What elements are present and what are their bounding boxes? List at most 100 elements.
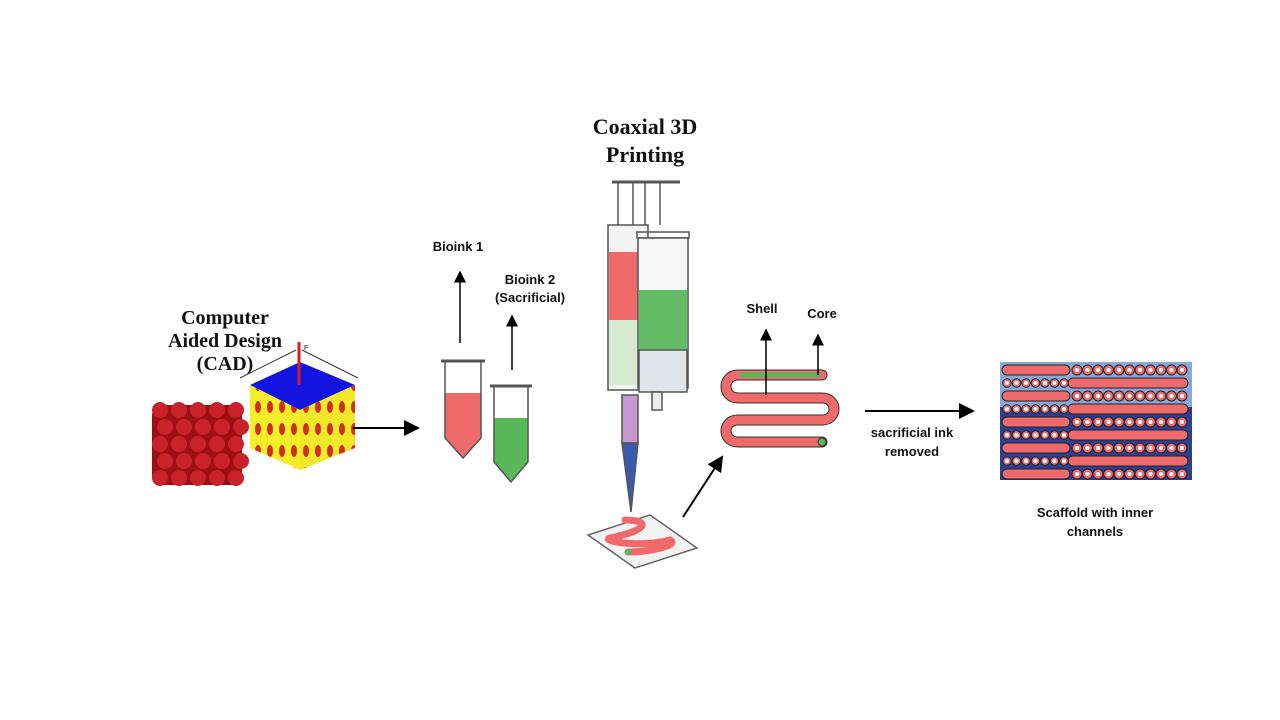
channel-lumen bbox=[1052, 381, 1057, 385]
lattice-node bbox=[228, 470, 244, 486]
lattice-node bbox=[209, 436, 225, 452]
process-label: sacrificial ink bbox=[871, 425, 954, 440]
syringe bbox=[607, 180, 690, 513]
tube-bioink2 bbox=[490, 384, 532, 484]
channel-lumen bbox=[1138, 368, 1142, 372]
bioink-tubes: Bioink 1 Bioink 2 (Sacrificial) bbox=[433, 239, 565, 484]
channel-lumen bbox=[1052, 459, 1057, 463]
channel-lumen bbox=[1024, 433, 1028, 437]
lattice-node bbox=[228, 402, 244, 418]
channel-lumen bbox=[1005, 459, 1009, 463]
lattice-node bbox=[171, 470, 187, 486]
channel-lumen bbox=[1033, 407, 1038, 411]
lattice-node bbox=[209, 470, 225, 486]
channel-lumen bbox=[1169, 420, 1174, 424]
filament bbox=[1067, 377, 1189, 389]
channel-lumen bbox=[1127, 420, 1132, 424]
lattice-node bbox=[228, 436, 244, 452]
cad-title-line: (CAD) bbox=[197, 353, 254, 375]
channel-lumen bbox=[1096, 368, 1100, 372]
yellow-test-cube: F bbox=[239, 342, 359, 470]
lattice-node bbox=[190, 436, 206, 452]
channel-lumen bbox=[1127, 472, 1132, 476]
filament bbox=[1067, 403, 1189, 415]
channel-lumen bbox=[1024, 407, 1028, 411]
lattice-node bbox=[157, 419, 173, 435]
channel-lumen bbox=[1005, 381, 1009, 385]
channel-lumen bbox=[1180, 472, 1184, 476]
lattice-node bbox=[157, 453, 173, 469]
channel-lumen bbox=[1075, 368, 1079, 372]
channel-lumen bbox=[1117, 446, 1121, 450]
channel-lumen bbox=[1159, 394, 1163, 398]
channel-lumen bbox=[1024, 381, 1028, 385]
channel-lumen bbox=[1043, 459, 1047, 463]
channel-lumen bbox=[1169, 446, 1174, 450]
channel-lumen bbox=[1106, 420, 1111, 424]
printing-title: Coaxial 3D bbox=[593, 114, 698, 139]
coaxial-fiber: Shell Core bbox=[720, 301, 840, 448]
channel-lumen bbox=[1159, 368, 1163, 372]
channel-lumen bbox=[1075, 472, 1079, 476]
channel-lumen bbox=[1052, 407, 1057, 411]
lattice-node bbox=[171, 402, 187, 418]
channel-lumen bbox=[1014, 381, 1019, 385]
channel-lumen bbox=[1033, 459, 1038, 463]
core-label: Core bbox=[807, 306, 837, 321]
lattice-node bbox=[152, 436, 168, 452]
bioink2-label: (Sacrificial) bbox=[495, 290, 565, 305]
channel-lumen bbox=[1005, 407, 1009, 411]
channel-lumen bbox=[1062, 381, 1066, 385]
lattice-node bbox=[233, 419, 249, 435]
channel-lumen bbox=[1159, 446, 1163, 450]
channel-lumen bbox=[1180, 420, 1184, 424]
channel-lumen bbox=[1085, 420, 1090, 424]
channel-lumen bbox=[1075, 446, 1079, 450]
channel-lumen bbox=[1117, 472, 1121, 476]
channel-lumen bbox=[1180, 446, 1184, 450]
channel-lumen bbox=[1148, 446, 1153, 450]
lattice-node bbox=[176, 419, 192, 435]
channel-lumen bbox=[1014, 407, 1019, 411]
channel-lumen bbox=[1085, 394, 1090, 398]
channel-lumen bbox=[1138, 472, 1142, 476]
channel-lumen bbox=[1138, 420, 1142, 424]
channel-lumen bbox=[1043, 381, 1047, 385]
filament bbox=[1001, 416, 1071, 428]
channel-lumen bbox=[1159, 420, 1163, 424]
channel-lumen bbox=[1169, 368, 1174, 372]
channel-lumen bbox=[1127, 394, 1132, 398]
filament bbox=[1001, 442, 1071, 454]
channel-lumen bbox=[1148, 394, 1153, 398]
channel-lumen bbox=[1180, 368, 1184, 372]
channel-lumen bbox=[1075, 394, 1079, 398]
filament bbox=[1001, 364, 1071, 376]
channel-lumen bbox=[1159, 472, 1163, 476]
channel-lumen bbox=[1062, 433, 1066, 437]
lattice-node bbox=[195, 453, 211, 469]
channel-lumen bbox=[1043, 407, 1047, 411]
channel-lumen bbox=[1106, 394, 1111, 398]
cad-section: Computer Aided Design (CAD) F bbox=[152, 307, 359, 486]
channel-lumen bbox=[1014, 433, 1019, 437]
channel-lumen bbox=[1062, 459, 1066, 463]
lattice-node bbox=[152, 402, 168, 418]
bioink1-label: Bioink 1 bbox=[433, 239, 484, 254]
channel-lumen bbox=[1127, 368, 1132, 372]
lattice-node bbox=[214, 419, 230, 435]
red-lattice-cube bbox=[152, 402, 249, 486]
cad-title-line: Computer bbox=[181, 307, 269, 329]
lattice-node bbox=[233, 453, 249, 469]
channel-lumen bbox=[1148, 420, 1153, 424]
lattice-node bbox=[214, 453, 230, 469]
scaffold bbox=[1000, 362, 1192, 480]
channel-lumen bbox=[1148, 368, 1153, 372]
printing-title: Printing bbox=[606, 142, 684, 167]
print-plate bbox=[586, 514, 699, 569]
channel-lumen bbox=[1106, 446, 1111, 450]
lattice-node bbox=[176, 453, 192, 469]
channel-lumen bbox=[1096, 446, 1100, 450]
cad-title-line: Aided Design bbox=[168, 330, 282, 352]
channel-lumen bbox=[1052, 433, 1057, 437]
